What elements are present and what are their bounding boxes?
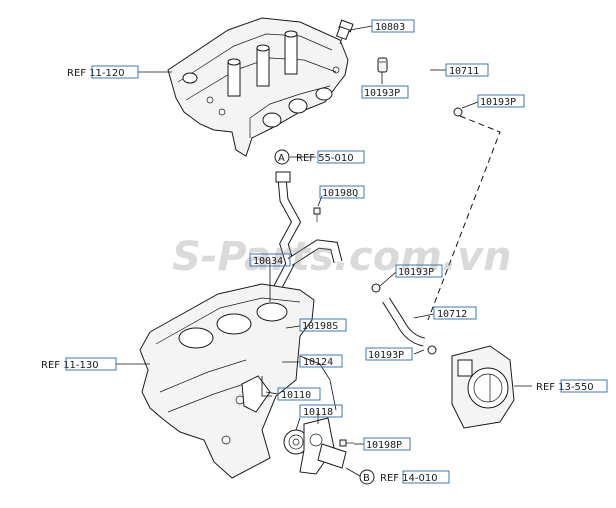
- clamp-top-left-drawing: [377, 57, 388, 73]
- bolt-10198Q-drawing: [313, 207, 321, 222]
- svg-text:REF 11-130: REF 11-130: [41, 360, 99, 371]
- svg-text:REF 14-010: REF 14-010: [380, 473, 438, 484]
- engine-block-drawing: [139, 283, 315, 479]
- svg-text:10198Q: 10198Q: [322, 188, 358, 199]
- ref-label-head: REF 11-120: [67, 65, 139, 79]
- hose-10711-drawing: [403, 48, 463, 117]
- part-label-10193P-top-left: 10193P: [361, 85, 409, 99]
- part-label-10198Q: 10198Q: [319, 185, 365, 199]
- svg-text:REF 55-010: REF 55-010: [296, 153, 354, 164]
- dashed-connection-line: [427, 115, 501, 321]
- hose-10712-drawing: [371, 283, 437, 355]
- cylinder-head-drawing: [167, 17, 349, 157]
- svg-text:10193P: 10193P: [364, 88, 400, 99]
- svg-text:10193P: 10193P: [480, 97, 516, 108]
- svg-text:A: A: [278, 153, 285, 164]
- thermostat-10110-drawing: [241, 375, 309, 455]
- svg-text:10198S: 10198S: [302, 321, 338, 332]
- svg-text:10198P: 10198P: [366, 440, 402, 451]
- part-label-10118: 10118: [299, 404, 343, 418]
- housing-10118-drawing: [299, 417, 347, 475]
- svg-text:10803: 10803: [375, 22, 405, 33]
- leader-lines: [116, 25, 532, 477]
- part-label-10124: 10124: [299, 354, 343, 368]
- svg-text:10712: 10712: [437, 309, 467, 320]
- part-label-10193P-top-right: 10193P: [477, 94, 525, 108]
- throttle-body-drawing: [451, 345, 515, 429]
- svg-text:10193P: 10193P: [368, 350, 404, 361]
- svg-text:B: B: [363, 473, 370, 484]
- part-label-10198P: 10198P: [363, 437, 411, 451]
- ref-label-b: B REF 14-010: [359, 469, 450, 485]
- svg-text:10110: 10110: [281, 390, 311, 401]
- sensor-10803-drawing: [335, 19, 354, 45]
- svg-text:REF 13-550: REF 13-550: [536, 382, 594, 393]
- svg-text:10193P: 10193P: [398, 267, 434, 278]
- svg-text:10118: 10118: [303, 407, 333, 418]
- svg-text:10711: 10711: [449, 66, 479, 77]
- svg-text:10034: 10034: [253, 256, 283, 267]
- svg-text:10124: 10124: [303, 357, 333, 368]
- bolt-10198P-drawing: [339, 439, 354, 447]
- part-label-10712: 10712: [433, 306, 477, 320]
- ref-label-a: A REF 55-010: [274, 149, 365, 165]
- watermark-text: S-Parts.com.vn: [172, 234, 512, 280]
- ref-label-throttle: REF 13-550: [536, 379, 608, 393]
- part-label-10193P-low: 10193P: [365, 347, 413, 361]
- ref-label-block: REF 11-130: [41, 357, 117, 371]
- part-label-10110: 10110: [277, 387, 321, 401]
- part-label-10198S: 10198S: [299, 318, 347, 332]
- part-label-10034: 10034: [249, 253, 291, 267]
- part-label-10803: 10803: [371, 19, 415, 33]
- part-label-10711: 10711: [445, 63, 489, 77]
- svg-text:REF 11-120: REF 11-120: [67, 68, 125, 79]
- part-label-10193P-mid: 10193P: [395, 264, 443, 278]
